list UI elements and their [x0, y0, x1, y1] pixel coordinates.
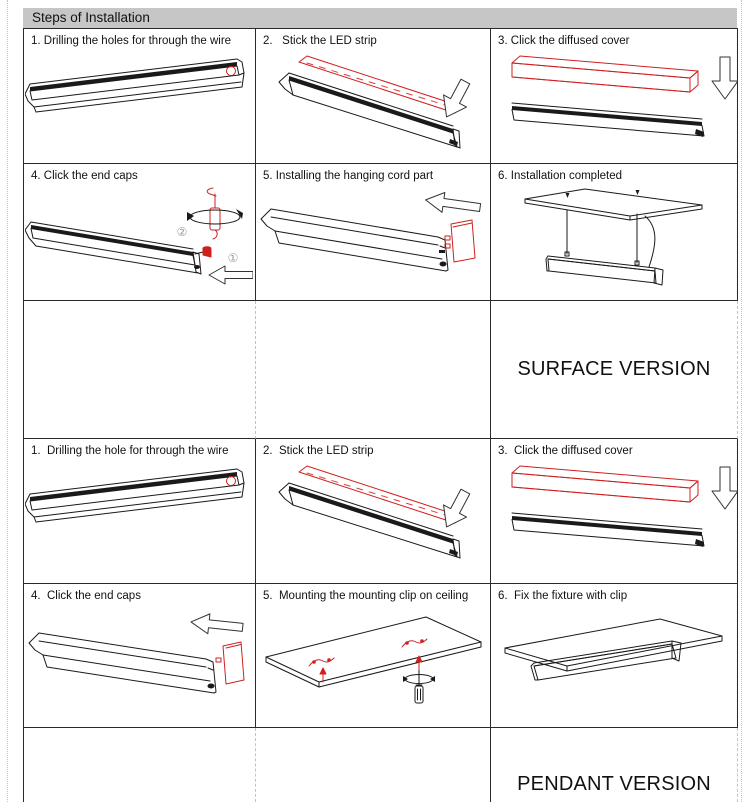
down-arrow-icon	[711, 466, 737, 510]
pendant-step-3: 3. Click the diffused cover	[491, 439, 738, 584]
diffused-cover-illustration	[511, 55, 737, 137]
cord-grip-hook	[206, 187, 217, 197]
pendant-step-2: 2. Stick the LED strip	[256, 439, 491, 584]
page-margin-guide-right	[741, 0, 742, 802]
pendant-step-1: 1. Drilling the hole for through the wir…	[24, 439, 256, 584]
left-arrow-icon	[208, 265, 253, 285]
pendant-step-6: 6. Fix the fixture with clip	[491, 584, 738, 728]
step-caption: 2. Stick the LED strip	[263, 35, 377, 47]
rotation-arrow-icon	[189, 209, 241, 225]
step-caption: 5. Installing the hanging cord part	[263, 170, 434, 182]
step-caption: 4. Click the end caps	[31, 590, 141, 602]
down-arrow-icon	[443, 488, 471, 528]
surface-step-1: 1. Drilling the holes for through the wi…	[24, 29, 256, 164]
spacer-cell	[24, 301, 256, 439]
drill-hole-illustration	[25, 468, 245, 523]
pendant-step-5: 5. Mounting the mounting clip on ceiling	[256, 584, 491, 728]
pendant-version-label: PENDANT VERSION	[517, 773, 711, 795]
step-caption: 4. Click the end caps	[31, 170, 138, 182]
surface-version-label: SURFACE VERSION	[517, 358, 711, 380]
left-arrow-icon	[190, 613, 244, 635]
fixture-bar	[533, 643, 677, 681]
mounting-clips-illustration	[265, 616, 482, 704]
step4-marker-2: ②	[177, 225, 188, 239]
screwdriver-handle	[414, 685, 424, 704]
step-caption: 2. Stick the LED strip	[263, 445, 374, 457]
down-arrow-icon	[711, 56, 737, 100]
surface-step-6: 6. Installation completed	[491, 164, 738, 301]
surface-step-3: 3. Click the diffused cover	[491, 29, 738, 164]
diffused-cover-illustration	[511, 465, 737, 547]
page-title-text: Steps of Installation	[32, 10, 150, 25]
drill-hole-marker	[226, 476, 236, 486]
spacer-cell	[256, 728, 491, 802]
surface-step-5: 5. Installing the hanging cord part	[256, 164, 491, 301]
left-arrow-icon	[425, 192, 482, 213]
hanging-cord-plate	[450, 219, 476, 263]
fixture-clipped-illustration	[504, 618, 723, 681]
hanging-cord-part-illustration	[260, 192, 482, 272]
end-cap-illustration	[28, 613, 245, 694]
step-caption: 1. Drilling the hole for through the wir…	[31, 445, 229, 457]
pendant-step-4: 4. Click the end caps	[24, 584, 256, 728]
ceiling-panel	[504, 618, 723, 667]
spacer-cell	[256, 301, 491, 439]
spacer-cell	[24, 728, 256, 802]
drill-hole-illustration	[25, 58, 245, 113]
step-caption: 1. Drilling the holes for through the wi…	[31, 35, 232, 47]
cord-grip-body	[209, 207, 221, 231]
step-caption: 3. Click the diffused cover	[498, 445, 633, 457]
suspended-fixture-illustration	[524, 188, 703, 286]
step-caption: 5. Mounting the mounting clip on ceiling	[263, 590, 469, 602]
surface-step-2: 2. Stick the LED strip	[256, 29, 491, 164]
page-margin-guide-left	[7, 0, 8, 802]
end-cap-red	[222, 641, 245, 685]
step-caption: 3. Click the diffused cover	[498, 35, 630, 47]
ceiling-panel	[524, 188, 703, 217]
end-caps-cord-grip-illustration: ② ①	[25, 187, 253, 285]
steps-grid: 1. Drilling the holes for through the wi…	[23, 28, 738, 802]
page-title: Steps of Installation	[23, 8, 737, 28]
surface-version-cell: SURFACE VERSION	[491, 301, 738, 439]
surface-step-4: 4. Click the end caps ②	[24, 164, 256, 301]
led-strip-illustration	[278, 55, 471, 149]
step-caption: 6. Installation completed	[498, 170, 623, 182]
step4-marker-1: ①	[228, 251, 239, 265]
led-strip-illustration	[278, 465, 471, 559]
pendant-version-cell: PENDANT VERSION	[491, 728, 738, 802]
fixture-bar	[547, 258, 657, 284]
step-caption: 6. Fix the fixture with clip	[498, 590, 628, 602]
ceiling-panel	[265, 616, 482, 683]
down-arrow-icon	[443, 78, 471, 118]
drill-hole-marker	[226, 66, 236, 76]
power-cable	[644, 215, 656, 268]
